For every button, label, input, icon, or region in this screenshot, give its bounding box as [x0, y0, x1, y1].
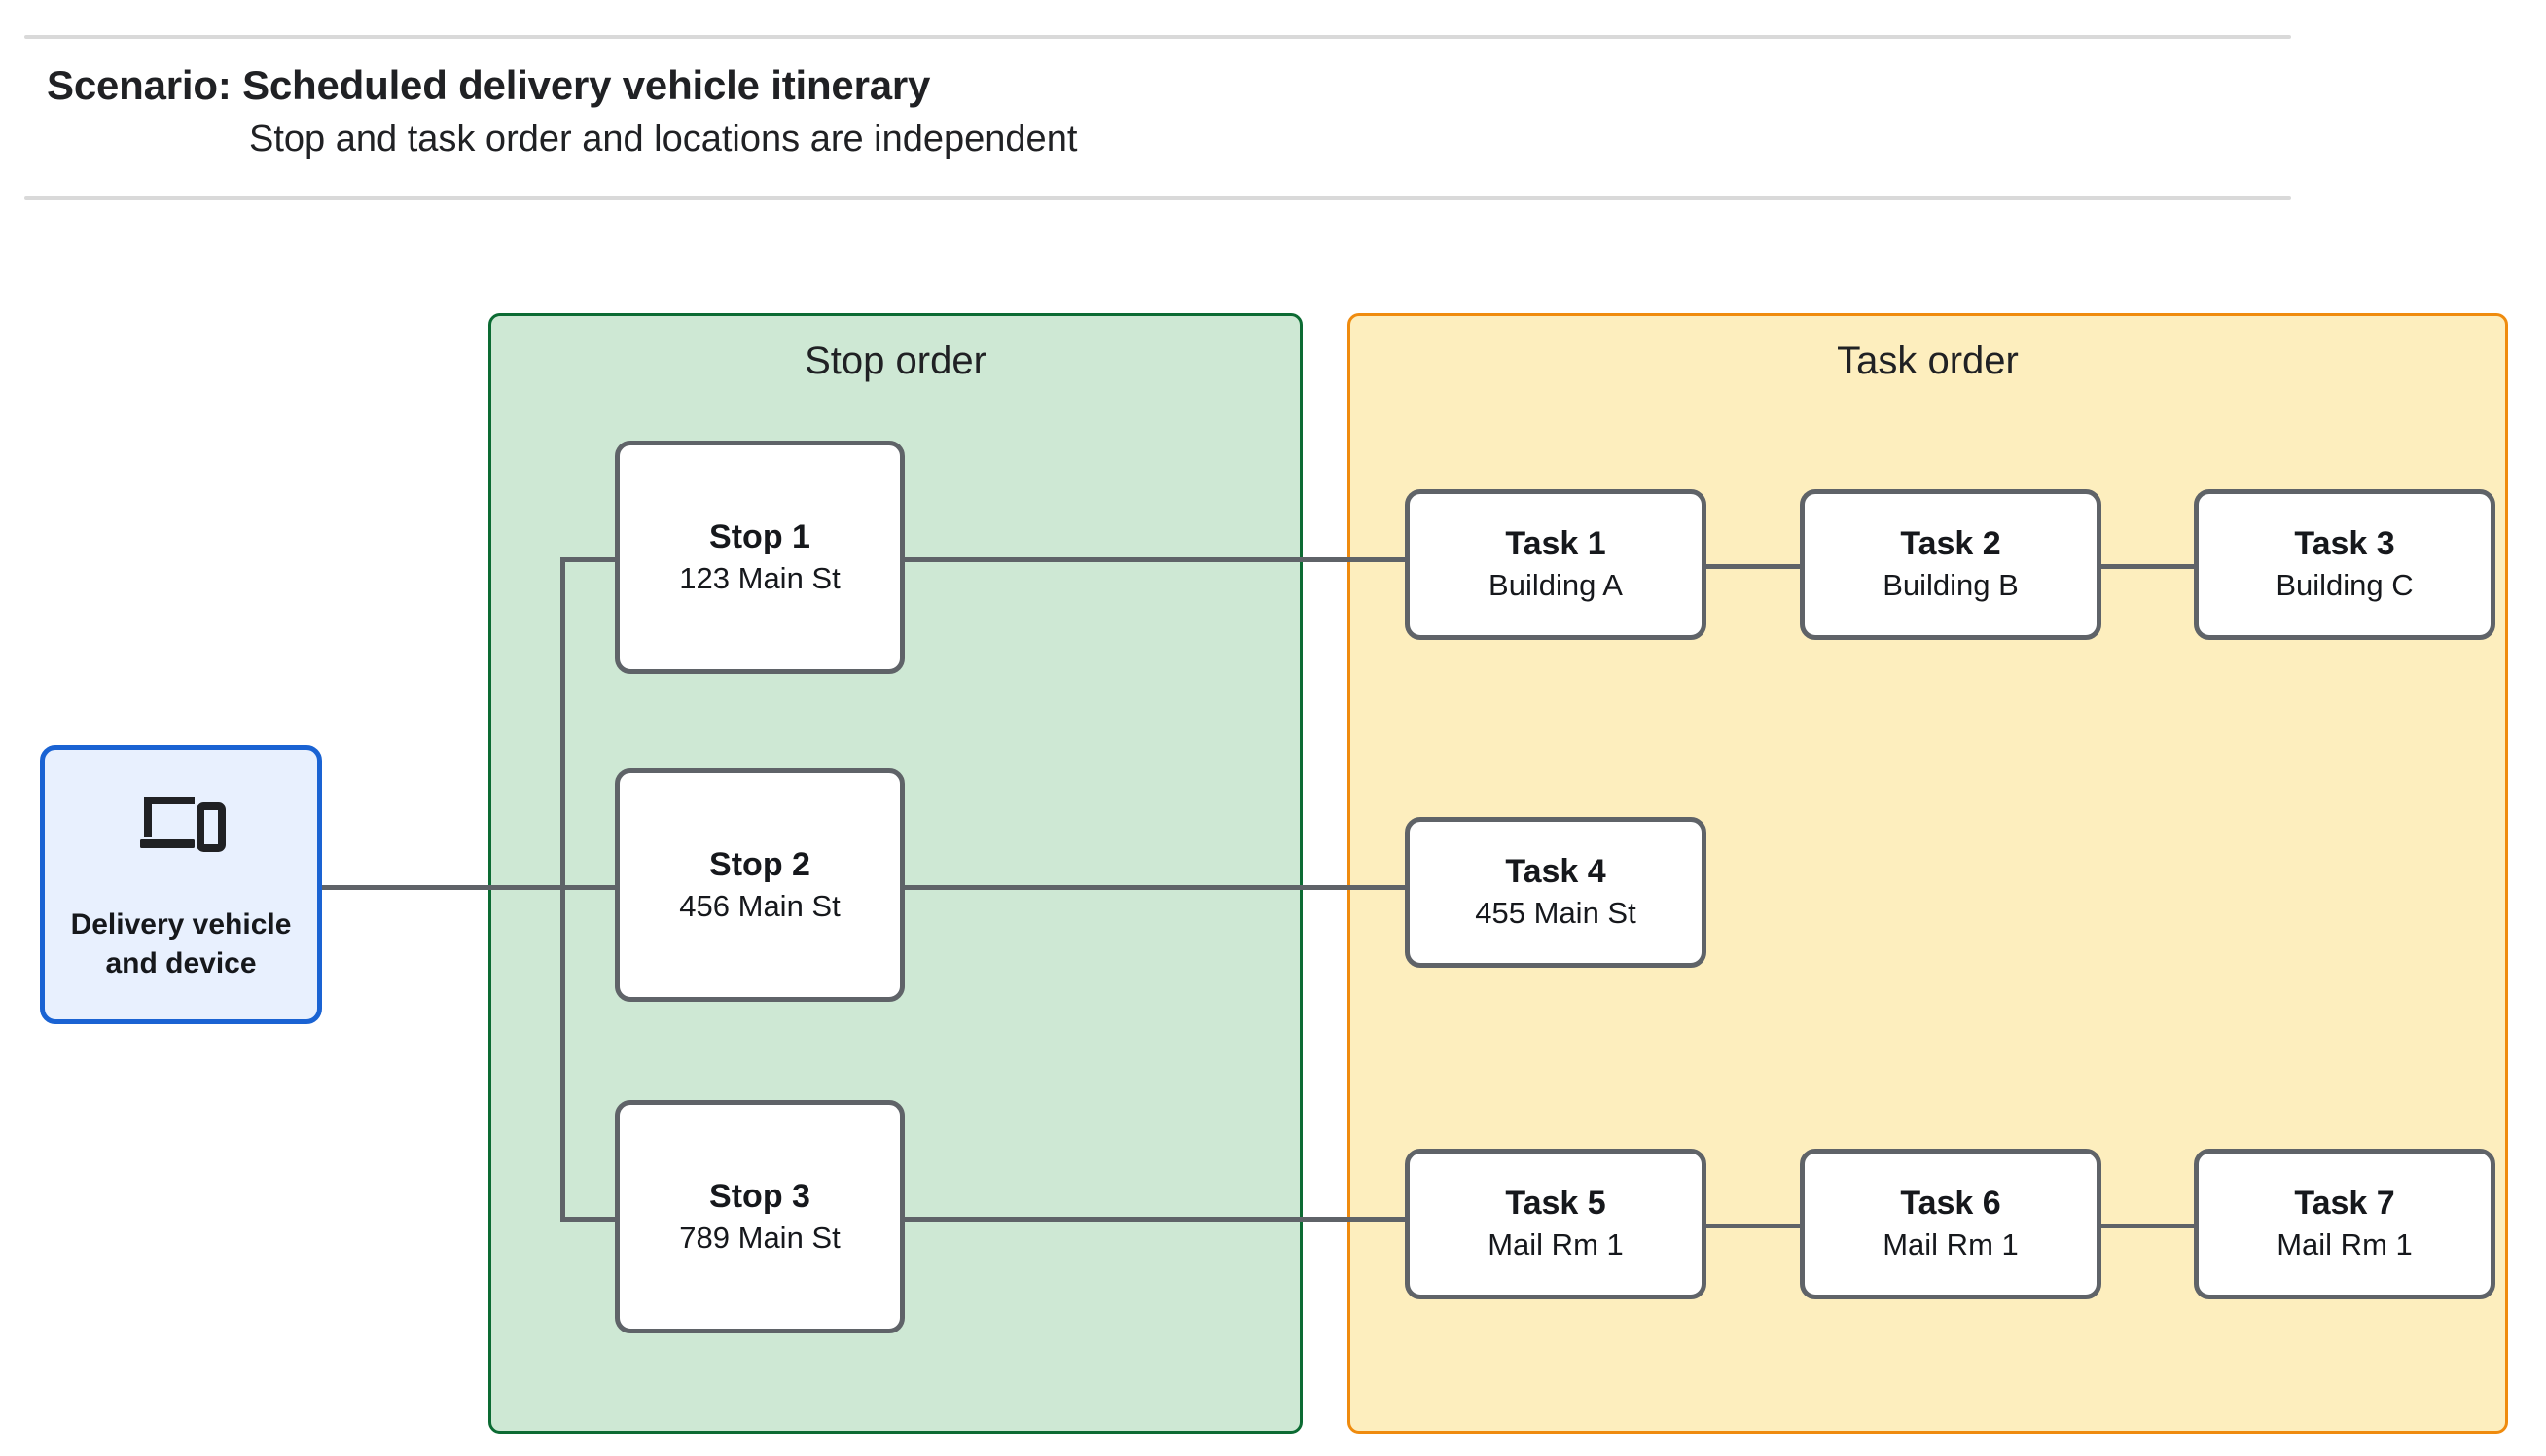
task-node-title: Task 1: [1505, 525, 1606, 563]
connector-trunk-to-stop-1: [560, 557, 627, 562]
task-node-title: Task 3: [2294, 525, 2395, 563]
stop-node-address: 456 Main St: [679, 888, 841, 923]
devices-icon: [136, 791, 226, 853]
task-node-title: Task 6: [1900, 1185, 2001, 1223]
task-node-title: Task 4: [1505, 853, 1606, 891]
connector-task-2-to-task-3: [2087, 564, 2204, 569]
task-node-title: Task 7: [2294, 1185, 2395, 1223]
stop-order-title: Stop order: [805, 339, 986, 382]
connector-task-5-to-task-6: [1693, 1224, 1810, 1228]
stop-node-title: Stop 2: [709, 845, 810, 883]
stop-node-3[interactable]: Stop 3 789 Main St: [615, 1100, 905, 1333]
connector-stop-3-to-task-5: [905, 1217, 1411, 1222]
connector-trunk-to-stop-2: [560, 885, 627, 890]
delivery-vehicle-label: Delivery vehicle and device: [70, 908, 292, 979]
connector-vehicle-to-trunk: [322, 885, 565, 890]
stop-node-address: 789 Main St: [679, 1220, 841, 1255]
header-top-divider: [24, 35, 2291, 39]
task-order-title: Task order: [1837, 339, 2019, 382]
task-node-location: Mail Rm 1: [2277, 1227, 2413, 1262]
delivery-vehicle-node[interactable]: Delivery vehicle and device: [40, 745, 322, 1024]
task-node-7[interactable]: Task 7 Mail Rm 1: [2194, 1149, 2495, 1299]
connector-task-6-to-task-7: [2087, 1224, 2204, 1228]
task-node-location: Mail Rm 1: [1883, 1227, 2019, 1262]
task-node-location: Building C: [2276, 568, 2414, 603]
header-bottom-divider: [24, 196, 2291, 200]
task-node-6[interactable]: Task 6 Mail Rm 1: [1800, 1149, 2101, 1299]
task-node-1[interactable]: Task 1 Building A: [1405, 489, 1706, 640]
connector-stop-trunk: [560, 559, 565, 1222]
connector-stop-1-to-task-1: [905, 557, 1411, 562]
stop-node-address: 123 Main St: [679, 560, 841, 595]
task-node-title: Task 5: [1505, 1185, 1606, 1223]
task-node-3[interactable]: Task 3 Building C: [2194, 489, 2495, 640]
page-subtitle: Stop and task order and locations are in…: [249, 119, 1078, 160]
page-title: Scenario: Scheduled delivery vehicle iti…: [47, 62, 931, 108]
connector-stop-2-to-task-4: [905, 885, 1411, 890]
task-node-title: Task 2: [1900, 525, 2001, 563]
stop-node-title: Stop 3: [709, 1177, 810, 1215]
task-node-4[interactable]: Task 4 455 Main St: [1405, 817, 1706, 968]
task-node-location: Mail Rm 1: [1488, 1227, 1624, 1262]
connector-trunk-to-stop-3: [560, 1217, 627, 1222]
stop-node-2[interactable]: Stop 2 456 Main St: [615, 768, 905, 1002]
task-node-location: Building B: [1883, 568, 2019, 603]
task-node-2[interactable]: Task 2 Building B: [1800, 489, 2101, 640]
task-node-5[interactable]: Task 5 Mail Rm 1: [1405, 1149, 1706, 1299]
task-node-location: Building A: [1488, 568, 1623, 603]
stop-node-1[interactable]: Stop 1 123 Main St: [615, 441, 905, 674]
task-node-location: 455 Main St: [1475, 896, 1636, 931]
stop-node-title: Stop 1: [709, 517, 810, 555]
connector-task-1-to-task-2: [1693, 564, 1810, 569]
